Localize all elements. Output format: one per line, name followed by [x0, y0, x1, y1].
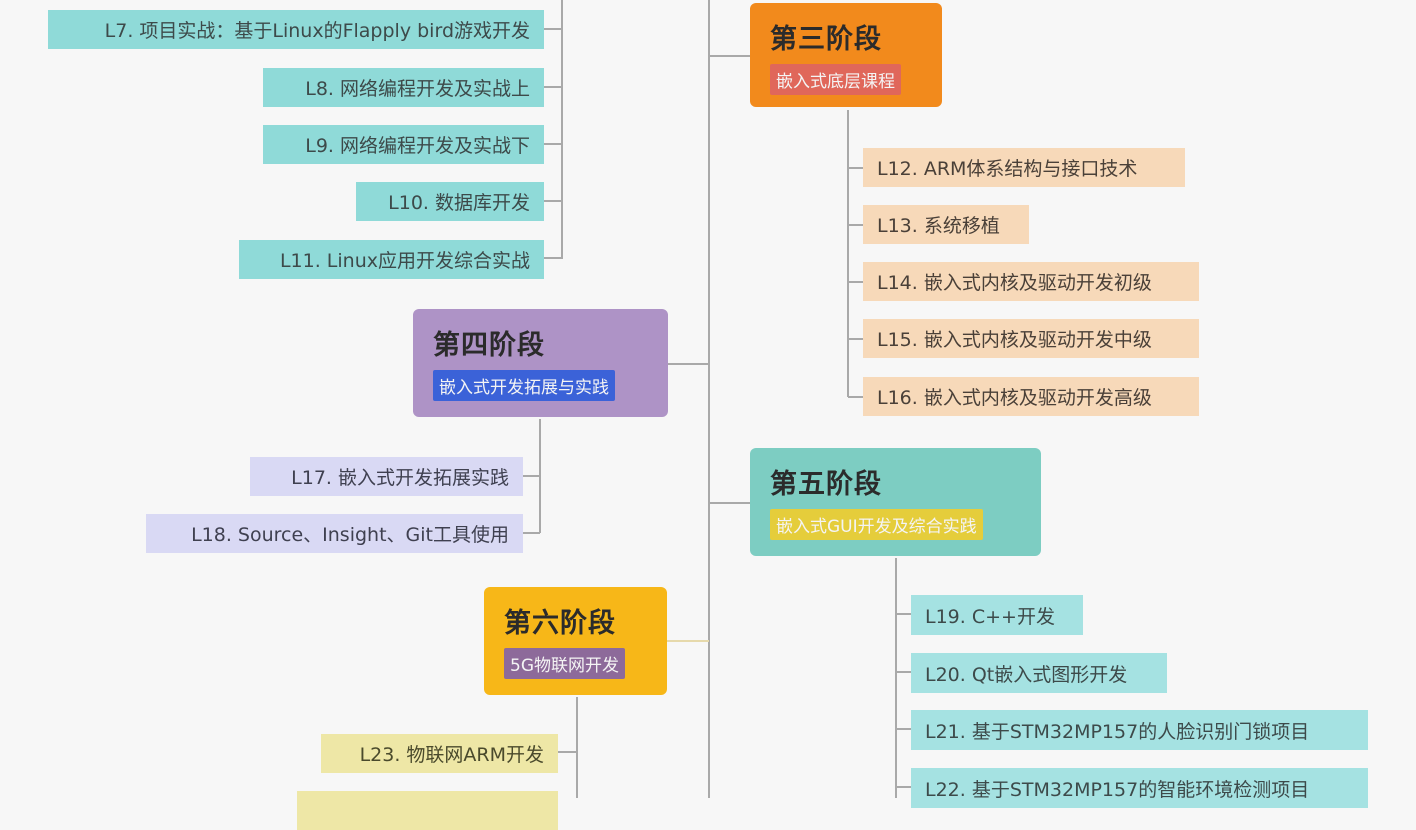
connector — [523, 475, 540, 477]
course-node-l16[interactable]: L16. 嵌入式内核及驱动开发高级 — [863, 377, 1199, 416]
stage-title: 第五阶段 — [770, 469, 882, 500]
course-label: L8. 网络编程开发及实战上 — [305, 78, 530, 100]
connector — [544, 143, 562, 145]
course-label: L18. Source、Insight、Git工具使用 — [191, 524, 509, 546]
stage-title: 第四阶段 — [433, 330, 545, 361]
course-label: L12. ARM体系结构与接口技术 — [877, 158, 1138, 180]
stage5-node[interactable]: 第五阶段 嵌入式GUI开发及综合实践 — [750, 448, 1041, 556]
course-node-l11[interactable]: L11. Linux应用开发综合实战 — [239, 240, 544, 279]
connector — [848, 396, 864, 398]
stage4-bracket-line — [539, 419, 541, 533]
stage6-node[interactable]: 第六阶段 5G物联网开发 — [484, 587, 667, 695]
course-label: L13. 系统移植 — [877, 215, 1000, 237]
course-label: L10. 数据库开发 — [388, 192, 530, 214]
stage2-bracket-line — [561, 0, 563, 259]
stage-tag: 嵌入式底层课程 — [770, 64, 901, 95]
stage4-node[interactable]: 第四阶段 嵌入式开发拓展与实践 — [413, 309, 668, 417]
connector — [848, 224, 864, 226]
course-label: L22. 基于STM32MP157的智能环境检测项目 — [925, 778, 1310, 801]
course-node-l24-partial[interactable] — [297, 791, 558, 830]
course-node-l12[interactable]: L12. ARM体系结构与接口技术 — [863, 148, 1185, 187]
stage-tag: 嵌入式开发拓展与实践 — [433, 370, 615, 401]
connector — [848, 281, 864, 283]
connector — [544, 28, 562, 30]
stage-tag: 5G物联网开发 — [504, 648, 625, 679]
stage-title: 第三阶段 — [770, 24, 882, 55]
course-label: L23. 物联网ARM开发 — [359, 744, 544, 766]
course-node-l20[interactable]: L20. Qt嵌入式图形开发 — [911, 653, 1167, 693]
connector — [709, 502, 751, 504]
course-node-l14[interactable]: L14. 嵌入式内核及驱动开发初级 — [863, 262, 1199, 301]
course-node-l22[interactable]: L22. 基于STM32MP157的智能环境检测项目 — [911, 768, 1368, 808]
course-node-l17[interactable]: L17. 嵌入式开发拓展实践 — [250, 457, 523, 496]
course-label: L14. 嵌入式内核及驱动开发初级 — [877, 272, 1152, 294]
course-node-l21[interactable]: L21. 基于STM32MP157的人脸识别门锁项目 — [911, 710, 1368, 750]
course-label: L20. Qt嵌入式图形开发 — [925, 663, 1128, 686]
course-node-l18[interactable]: L18. Source、Insight、Git工具使用 — [146, 514, 523, 553]
connector — [558, 751, 577, 753]
course-node-l23[interactable]: L23. 物联网ARM开发 — [321, 734, 558, 773]
course-node-l19[interactable]: L19. C++开发 — [911, 595, 1083, 635]
central-trunk-line — [708, 0, 710, 798]
stage6-bracket-line — [576, 697, 578, 798]
connector — [523, 532, 540, 534]
course-label: L17. 嵌入式开发拓展实践 — [291, 467, 509, 489]
stage-title: 第六阶段 — [504, 608, 616, 639]
course-label: L7. 项目实战：基于Linux的Flapply bird游戏开发 — [104, 20, 530, 42]
connector — [544, 200, 562, 202]
connector — [544, 86, 562, 88]
connector — [709, 55, 751, 57]
course-node-l13[interactable]: L13. 系统移植 — [863, 205, 1029, 244]
stage5-bracket-line — [895, 558, 897, 798]
connector — [896, 613, 912, 615]
course-label: L15. 嵌入式内核及驱动开发中级 — [877, 329, 1152, 351]
course-label: L11. Linux应用开发综合实战 — [279, 250, 530, 272]
course-node-l8[interactable]: L8. 网络编程开发及实战上 — [263, 68, 544, 107]
connector — [848, 167, 864, 169]
connector — [896, 728, 912, 730]
connector — [848, 338, 864, 340]
connector — [667, 363, 709, 365]
course-label: L9. 网络编程开发及实战下 — [305, 135, 530, 157]
course-label: L21. 基于STM32MP157的人脸识别门锁项目 — [925, 720, 1310, 743]
course-node-l15[interactable]: L15. 嵌入式内核及驱动开发中级 — [863, 319, 1199, 358]
course-label: L19. C++开发 — [925, 605, 1055, 628]
stage3-bracket-line — [847, 110, 849, 397]
course-node-l7[interactable]: L7. 项目实战：基于Linux的Flapply bird游戏开发 — [48, 10, 544, 49]
connector — [896, 786, 912, 788]
course-node-l10[interactable]: L10. 数据库开发 — [356, 182, 544, 221]
stage-tag: 嵌入式GUI开发及综合实践 — [770, 509, 983, 540]
course-label: L16. 嵌入式内核及驱动开发高级 — [877, 387, 1152, 409]
connector — [896, 671, 912, 673]
stage3-node[interactable]: 第三阶段 嵌入式底层课程 — [750, 3, 942, 107]
connector — [544, 257, 562, 259]
connector — [667, 640, 709, 642]
course-node-l9[interactable]: L9. 网络编程开发及实战下 — [263, 125, 544, 164]
